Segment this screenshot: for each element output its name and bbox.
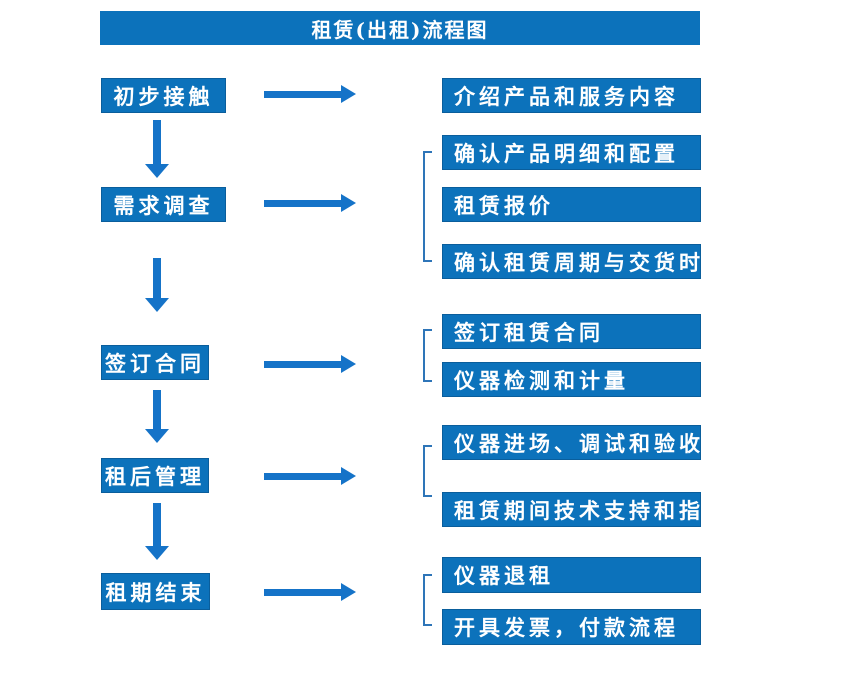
detail-box-instrument-testing: 仪器检测和计量: [442, 362, 701, 397]
right-arrow-shaft: [264, 473, 342, 480]
detail-box-confirm-period-delivery: 确认租赁周期与交货时间: [442, 244, 725, 279]
group-bracket-post-rental: [423, 445, 432, 497]
down-arrow-head: [145, 298, 169, 312]
down-arrow-shaft: [153, 120, 161, 165]
right-arrow-2: [264, 194, 356, 212]
right-arrow-head: [341, 583, 356, 601]
group-bracket-demand-survey: [423, 151, 432, 262]
detail-box-sign-rental-contract: 签订租赁合同: [442, 314, 701, 349]
step-box-post-rental-management: 租后管理: [101, 458, 209, 493]
step-box-rental-end: 租期结束: [101, 573, 210, 610]
detail-box-instrument-setup: 仪器进场、调试和验收: [442, 425, 701, 460]
detail-box-invoice-payment: 开具发票，付款流程: [442, 609, 701, 645]
group-bracket-rental-end: [423, 574, 432, 626]
right-arrow-4: [264, 467, 356, 485]
step-box-initial-contact: 初步接触: [101, 78, 226, 113]
down-arrow-head: [145, 546, 169, 560]
step-box-demand-survey: 需求调查: [101, 187, 226, 222]
down-arrow-1: [145, 120, 169, 178]
right-arrow-1: [264, 85, 356, 103]
right-arrow-head: [341, 85, 356, 103]
detail-box-rental-quotation: 租赁报价: [442, 187, 701, 222]
flowchart-title: 租赁(出租)流程图: [100, 11, 700, 45]
down-arrow-shaft: [153, 503, 161, 547]
down-arrow-3: [145, 390, 169, 443]
right-arrow-shaft: [264, 589, 342, 596]
down-arrow-2: [145, 258, 169, 312]
group-bracket-sign-contract: [423, 329, 432, 382]
down-arrow-shaft: [153, 390, 161, 430]
down-arrow-shaft: [153, 258, 161, 299]
right-arrow-shaft: [264, 361, 342, 368]
right-arrow-shaft: [264, 91, 342, 98]
down-arrow-head: [145, 164, 169, 178]
detail-box-introduce-products: 介绍产品和服务内容: [442, 78, 701, 113]
detail-box-confirm-product-config: 确认产品明细和配置: [442, 135, 701, 170]
detail-box-technical-support: 租赁期间技术支持和指导: [442, 492, 725, 527]
right-arrow-shaft: [264, 200, 342, 207]
right-arrow-head: [341, 467, 356, 485]
step-box-sign-contract: 签订合同: [101, 345, 209, 380]
right-arrow-3: [264, 355, 356, 373]
right-arrow-head: [341, 355, 356, 373]
right-arrow-head: [341, 194, 356, 212]
right-arrow-5: [264, 583, 356, 601]
down-arrow-4: [145, 503, 169, 560]
down-arrow-head: [145, 429, 169, 443]
detail-box-instrument-return: 仪器退租: [442, 557, 701, 593]
